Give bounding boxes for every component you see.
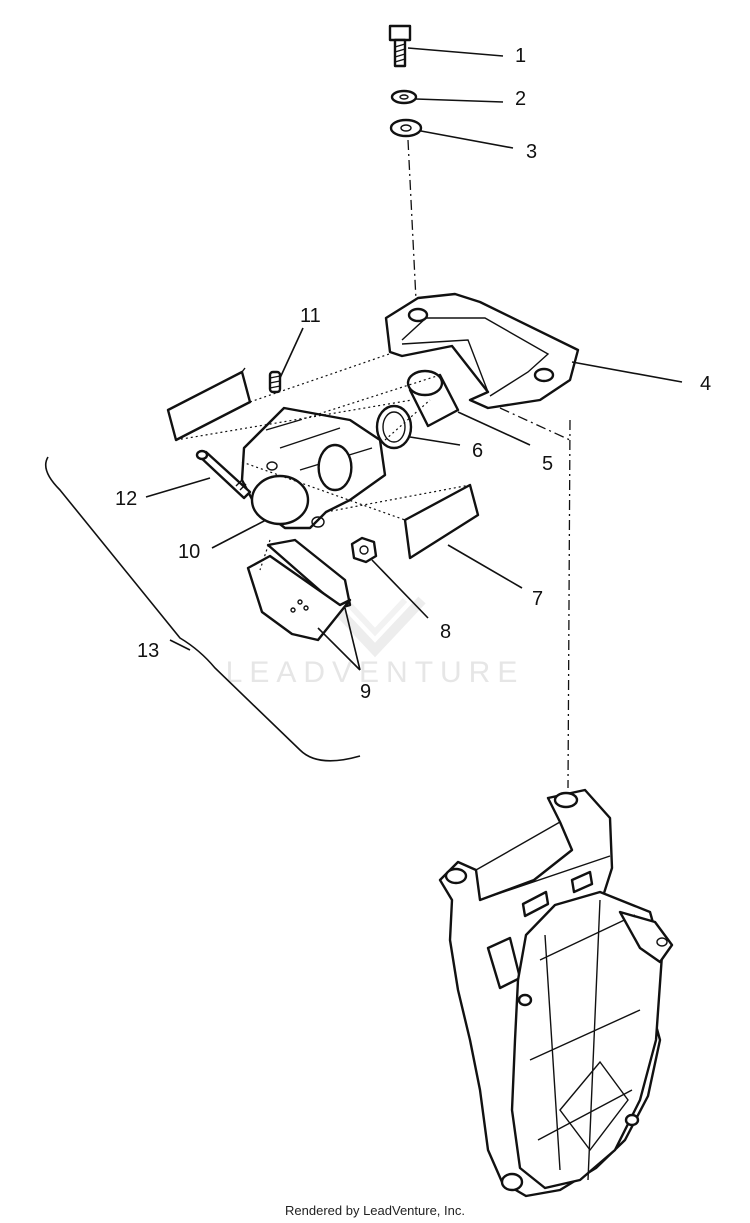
leader-12 [145,477,211,498]
part-12-guide-pin [195,449,252,500]
watermark: LEADVENTURE [226,596,525,689]
watermark-logo-icon [324,596,426,658]
assembly-lines [175,351,471,571]
leader-2 [415,98,504,103]
callout-13: 13 [137,640,159,662]
leader-9a [317,627,361,671]
part-7-clip-upper [166,367,252,442]
group-bracket-13 [44,456,361,762]
part-1-bolt [388,24,412,68]
leader-8 [371,559,429,619]
callout-9: 9 [360,681,371,703]
leader-5 [457,411,531,446]
callout-2: 2 [515,88,526,110]
part-7-clip-lower [403,483,480,560]
leader-11 [279,327,304,379]
leader-9b [344,607,361,671]
part-6-seal-ring [375,404,413,450]
callout-11: 11 [300,305,321,327]
leader-4 [571,361,683,383]
leader-3 [420,130,514,149]
leader-10 [211,519,267,549]
leader-7 [447,544,523,589]
callout-6: 6 [472,440,483,462]
callouts: 1 2 3 4 5 6 7 8 9 10 11 12 13 [115,45,711,703]
part-8-nut [350,536,378,564]
leader-1 [407,47,504,57]
callout-10: 10 [178,541,200,563]
leader-6 [409,436,461,446]
callout-1: 1 [515,45,526,67]
part-11-bleeder-screw [268,370,282,394]
callout-5: 5 [542,453,553,475]
watermark-brand: LEADVENTURE [226,656,525,689]
part-10-caliper-body [240,406,387,530]
part-5-pin-sleeve [406,369,460,428]
centerline-bracket [499,407,571,441]
callout-7: 7 [532,588,543,610]
callout-4: 4 [700,373,711,395]
part-9-brake-pads [246,538,352,642]
part-3-flat-washer [389,118,423,138]
footer-credit: Rendered by LeadVenture, Inc. [285,1203,465,1218]
callout-8: 8 [440,621,451,643]
centerline-mount [567,419,571,789]
callout-3: 3 [526,141,537,163]
part-4-caliper-bracket [384,292,580,410]
callout-12: 12 [115,488,137,510]
centerline-bolt [407,139,417,301]
part-2-lock-washer [390,89,418,105]
leader-13 [169,639,191,651]
mounting-housing [438,788,674,1198]
